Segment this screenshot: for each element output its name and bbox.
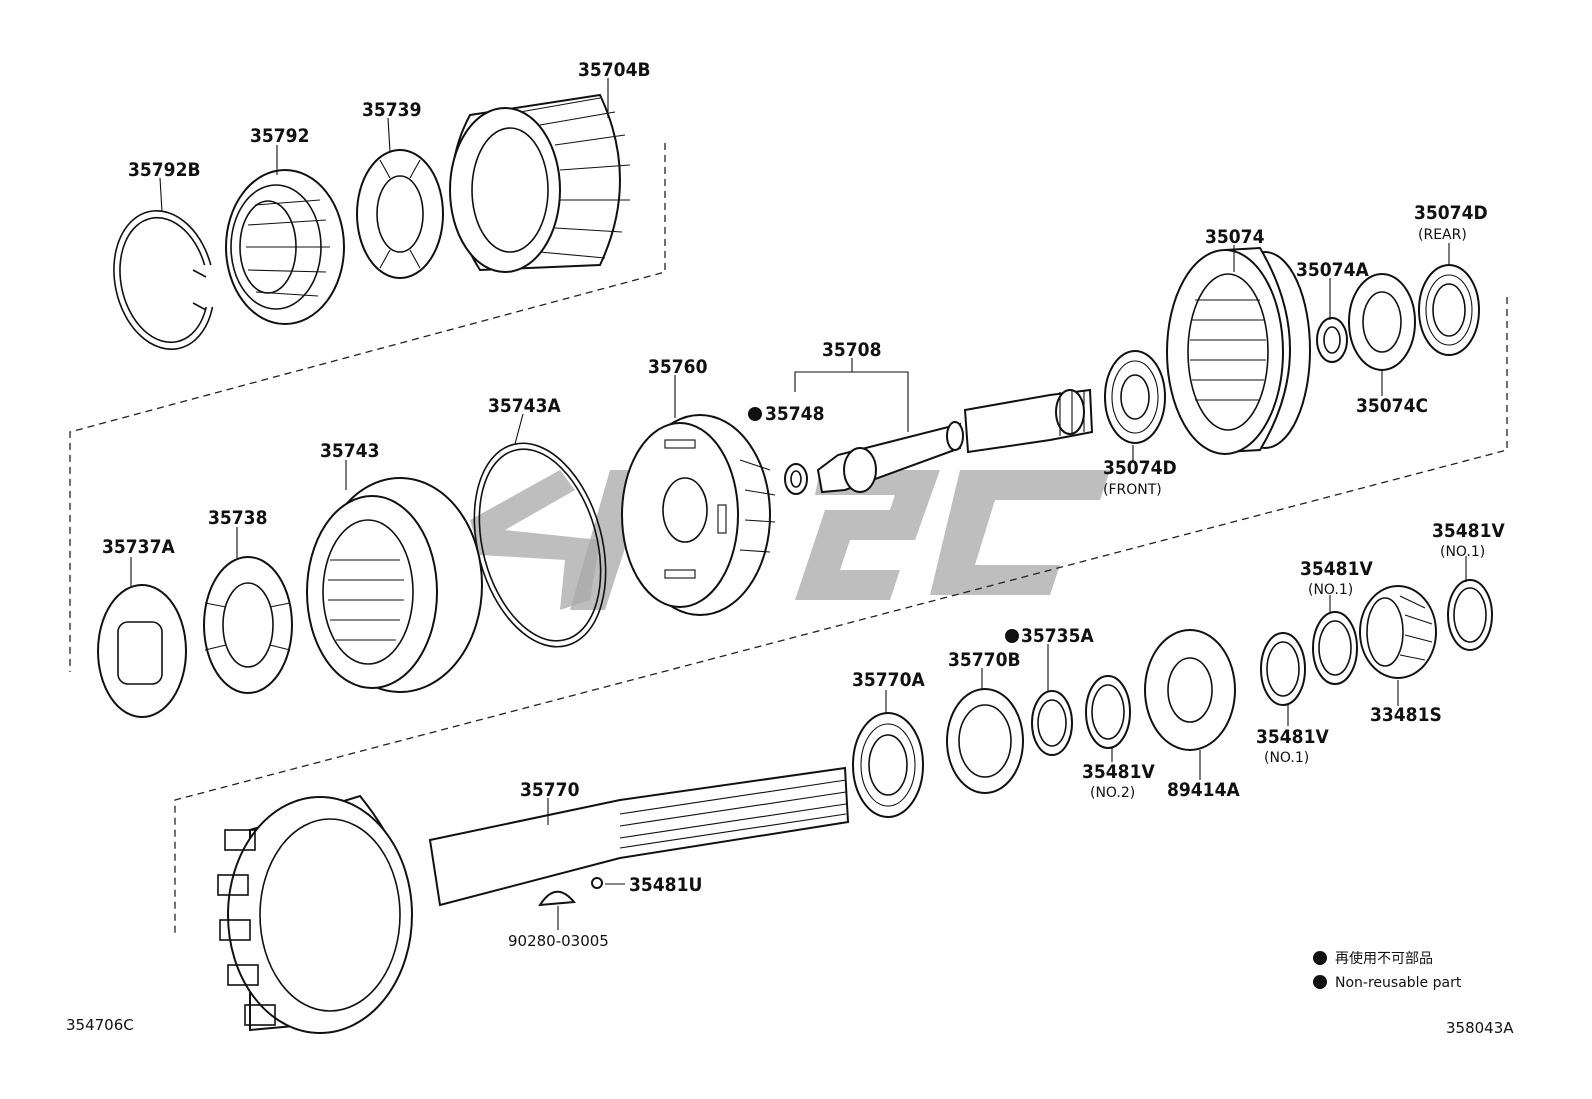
sublabel-no1-a: (NO.1)	[1440, 544, 1485, 560]
assembly-frame-mid	[174, 297, 1508, 936]
part-35770A-bearing	[852, 712, 924, 818]
part-labels: 35704B 35739 35792 35792B 35074D (REAR) …	[102, 59, 1505, 950]
label-35743A: 35743A	[488, 395, 561, 417]
label-35792: 35792	[250, 125, 309, 147]
label-35481V-d: 35481V	[1082, 761, 1155, 783]
label-35792B: 35792B	[128, 159, 201, 181]
sublabel-no2: (NO.2)	[1090, 785, 1135, 801]
assembly-frame-top	[69, 143, 666, 672]
label-35708: 35708	[822, 339, 881, 361]
non-reusable-marker	[748, 407, 762, 421]
part-35704B-drum	[449, 93, 631, 273]
diagram-ref-right: 358043A	[1446, 1019, 1514, 1037]
sublabel-rear: (REAR)	[1418, 227, 1467, 243]
part-33481S-gear	[1359, 585, 1437, 679]
part-35074A-bushing	[1316, 317, 1348, 363]
label-35770A: 35770A	[852, 669, 925, 691]
label-35074A: 35074A	[1296, 259, 1369, 281]
legend-text-en: Non-reusable part	[1335, 975, 1462, 991]
part-35074-ring-gear	[1166, 246, 1311, 455]
part-35481V-no2-ring	[1085, 675, 1131, 749]
label-35735A: 35735A	[1021, 625, 1094, 647]
leader-lines	[130, 78, 1467, 930]
part-35792B-snap-ring	[113, 209, 216, 351]
label-35739: 35739	[362, 99, 421, 121]
label-35481V-c: 35481V	[1256, 726, 1329, 748]
label-35481U: 35481U	[629, 874, 702, 896]
part-35738-thrust-washer	[203, 556, 293, 694]
label-35738: 35738	[208, 507, 267, 529]
label-35074D-rear: 35074D	[1414, 202, 1488, 224]
part-35481V-no1-ring-a	[1260, 632, 1306, 706]
label-35481V-a: 35481V	[1432, 520, 1505, 542]
part-35760-carrier	[621, 414, 776, 616]
part-89414A-sensor-rotor	[1144, 629, 1236, 751]
label-35770B: 35770B	[948, 649, 1021, 671]
part-35481V-no1-ring-b	[1312, 611, 1358, 685]
part-35770B-bearing-race	[946, 688, 1024, 794]
label-35074: 35074	[1205, 226, 1265, 248]
part-35737A-washer	[97, 584, 187, 718]
part-35708-shaft	[816, 388, 1094, 494]
part-35481V-no1-ring-c	[1447, 579, 1493, 651]
legend-text-jp: 再使用不可部品	[1335, 950, 1433, 967]
label-35770: 35770	[520, 779, 580, 801]
label-35743: 35743	[320, 440, 379, 462]
part-35770-drum-shaft	[217, 766, 850, 1034]
part-35074D-rear-bearing	[1418, 264, 1480, 356]
label-35704B: 35704B	[578, 59, 651, 81]
part-90280-03005-key	[538, 890, 576, 907]
part-35743-clutch-hub	[306, 477, 483, 693]
label-35074C: 35074C	[1356, 395, 1428, 417]
label-89414A: 89414A	[1167, 779, 1240, 801]
part-35743A-snap-ring	[473, 442, 607, 648]
part-35748-ring	[784, 463, 808, 495]
legend-marker	[1313, 975, 1327, 989]
sublabel-no1-b: (NO.1)	[1308, 582, 1353, 598]
label-35748: 35748	[765, 403, 824, 425]
label-35760: 35760	[648, 356, 708, 378]
label-35074D-front: 35074D	[1103, 457, 1177, 479]
legend: 再使用不可部品 Non-reusable part	[1313, 950, 1462, 991]
part-35074D-front-bearing	[1104, 350, 1166, 444]
label-90280-03005: 90280-03005	[508, 932, 609, 950]
part-35481U-ball	[591, 877, 603, 889]
legend-marker	[1313, 951, 1327, 965]
part-35735A-ring	[1031, 690, 1073, 756]
label-33481S: 33481S	[1370, 704, 1442, 726]
part-35739-thrust-washer	[356, 149, 444, 279]
label-35737A: 35737A	[102, 536, 175, 558]
label-35481V-b: 35481V	[1300, 558, 1373, 580]
sublabel-no1-c: (NO.1)	[1264, 750, 1309, 766]
part-35074C-washer	[1348, 273, 1416, 371]
non-reusable-marker	[1005, 629, 1019, 643]
part-35792-bearing	[225, 169, 345, 325]
sublabel-front: (FRONT)	[1103, 482, 1162, 498]
diagram-ref-left: 354706C	[66, 1016, 134, 1034]
